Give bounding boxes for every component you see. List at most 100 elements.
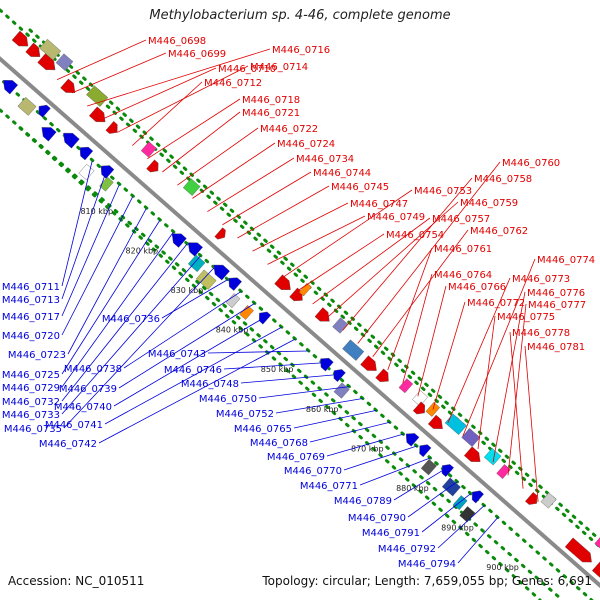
reverse-gene-arrow xyxy=(213,264,230,281)
leader-line xyxy=(267,215,366,265)
gene-label: M446_0757 xyxy=(432,214,490,225)
leader-line xyxy=(61,184,120,317)
gene-label: M446_0768 xyxy=(250,438,308,449)
gene-label: M446_0741 xyxy=(45,420,103,431)
tick-label: 900 kbp xyxy=(486,563,519,572)
gene-label: M446_0762 xyxy=(470,226,528,237)
leader-line xyxy=(457,516,499,564)
reverse-gene-arrow xyxy=(228,277,242,291)
leader-line xyxy=(359,457,431,486)
gene-label: M446_0747 xyxy=(350,199,408,210)
gene-label: M446_0740 xyxy=(54,402,112,413)
leader-line xyxy=(387,247,433,371)
leader-line xyxy=(326,433,404,457)
gene-box xyxy=(140,141,157,158)
gene-label: M446_0725 xyxy=(2,370,60,381)
gene-label: M446_0710 xyxy=(218,64,276,75)
reverse-gene-arrow xyxy=(63,132,80,149)
gene-box xyxy=(332,317,349,334)
gene-box xyxy=(461,428,481,447)
gene-label: M446_0712 xyxy=(204,78,262,89)
dotted-line xyxy=(18,126,542,600)
reverse-gene-arrow xyxy=(405,433,420,447)
gene-label: M446_0699 xyxy=(168,49,226,60)
reverse-gene-arrow xyxy=(258,311,272,325)
forward-gene-arrow xyxy=(105,121,118,134)
tick-label: 830 kbp xyxy=(171,286,204,295)
gene-label: M446_0765 xyxy=(234,424,292,435)
gene-label: M446_0773 xyxy=(512,274,570,285)
gene-label: M446_0713 xyxy=(2,295,60,306)
leader-line xyxy=(132,81,203,146)
leader-line xyxy=(123,291,242,369)
reverse-gene-arrow xyxy=(441,464,454,477)
forward-gene-arrow xyxy=(289,287,303,302)
gene-box xyxy=(540,492,557,509)
gene-label: M446_0761 xyxy=(434,244,492,255)
leader-line xyxy=(437,505,485,549)
leader-line xyxy=(492,291,526,463)
gene-label: M446_0766 xyxy=(448,282,506,293)
gene-box xyxy=(78,163,95,181)
gene-label: M446_0743 xyxy=(148,349,206,360)
forward-gene-arrow xyxy=(11,30,29,47)
gene-label: M446_0698 xyxy=(148,36,206,47)
leader-line xyxy=(118,303,255,389)
leader-line xyxy=(447,277,511,423)
leader-line xyxy=(223,362,323,370)
leader-line xyxy=(252,202,349,252)
gene-label: M446_0732 xyxy=(2,397,60,408)
leader-line xyxy=(67,208,147,355)
forward-gene-arrow xyxy=(314,307,330,322)
gene-label: M446_0733 xyxy=(2,410,60,421)
gene-label: M446_0714 xyxy=(250,62,308,73)
map-title: Methylobacterium sp. 4-46, complete geno… xyxy=(149,8,451,23)
leader-line xyxy=(192,142,276,199)
reverse-gene-arrow xyxy=(471,490,484,504)
leader-line xyxy=(240,374,336,384)
gene-box xyxy=(195,269,217,290)
leader-line xyxy=(161,279,228,319)
tick-label: 840 kbp xyxy=(216,326,249,335)
gene-label: M446_0750 xyxy=(199,394,257,405)
leader-line xyxy=(417,285,447,397)
forward-gene-arrow xyxy=(88,106,106,123)
gene-box xyxy=(594,537,600,549)
leader-line xyxy=(104,326,282,425)
reverse-gene-arrow xyxy=(171,233,187,248)
leader-line xyxy=(61,255,201,415)
gene-box xyxy=(420,459,437,476)
gene-label: M446_0771 xyxy=(300,481,358,492)
gene-box xyxy=(17,97,37,116)
gene-label: M446_0744 xyxy=(313,168,371,179)
gene-label: M446_0745 xyxy=(331,182,389,193)
leader-line xyxy=(237,185,330,239)
gene-label: M446_0722 xyxy=(260,124,318,135)
gene-label: M446_0749 xyxy=(367,212,425,223)
leader-line xyxy=(297,233,385,292)
leader-line xyxy=(282,189,413,278)
gene-label: M446_0791 xyxy=(362,528,420,539)
gene-label: M446_0723 xyxy=(8,350,66,361)
leader-line xyxy=(177,127,259,186)
tick-label: 850 kbp xyxy=(261,365,294,374)
gene-label: M446_0718 xyxy=(242,95,300,106)
genome-backbone xyxy=(0,56,600,589)
gene-label: M446_0721 xyxy=(242,108,300,119)
leader-line xyxy=(98,338,296,444)
gene-label: M446_0778 xyxy=(512,328,570,339)
forward-gene-arrow xyxy=(375,368,389,383)
leader-line xyxy=(372,229,469,357)
gene-label: M446_0781 xyxy=(527,342,585,353)
leader-line xyxy=(421,493,472,533)
leader-line xyxy=(222,171,312,226)
gene-box xyxy=(298,282,312,297)
gene-label: M446_0759 xyxy=(460,198,518,209)
leader-line xyxy=(509,331,524,489)
leader-line xyxy=(113,315,269,407)
forward-gene-arrow xyxy=(60,78,76,93)
forward-gene-arrow xyxy=(525,492,538,505)
forward-gene-arrow xyxy=(146,159,159,173)
